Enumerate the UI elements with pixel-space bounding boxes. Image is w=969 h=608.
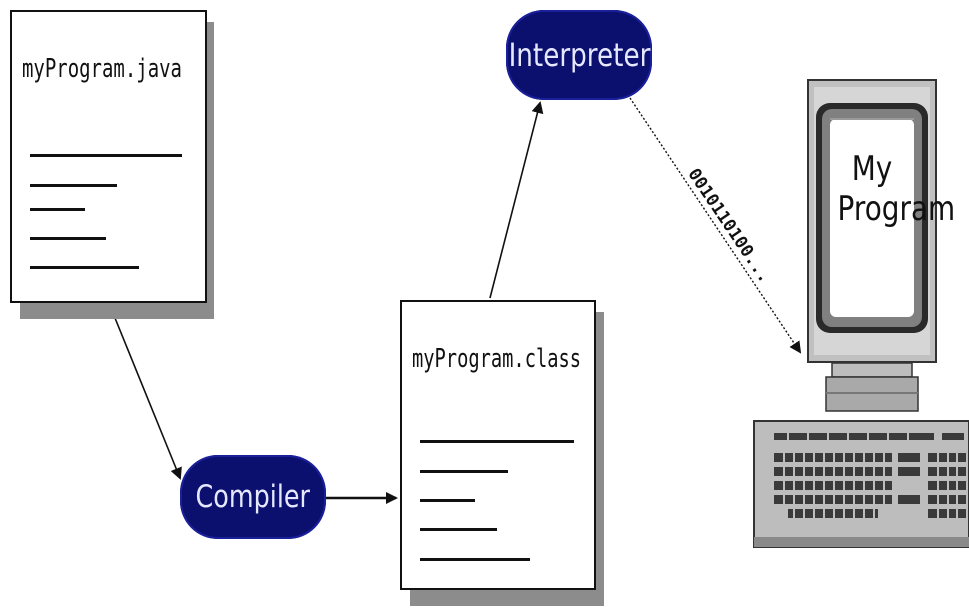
computer-icon bbox=[753, 79, 969, 548]
code-line bbox=[30, 184, 117, 187]
interpreter-label: Interpreter bbox=[508, 36, 650, 74]
monitor-text-line2: Program bbox=[837, 189, 956, 229]
code-line bbox=[420, 558, 530, 561]
code-line bbox=[420, 440, 574, 443]
source-file-title: myProgram.java bbox=[22, 54, 182, 84]
arrow-class-to-interpreter bbox=[489, 101, 544, 299]
code-line bbox=[420, 528, 497, 531]
code-line bbox=[30, 237, 106, 240]
code-line bbox=[420, 470, 508, 473]
monitor-text-line1: My bbox=[851, 149, 893, 189]
compiler-label: Compiler bbox=[195, 479, 311, 515]
source-file-document: myProgram.java bbox=[10, 10, 207, 303]
arrow-source-to-compiler bbox=[114, 317, 182, 480]
code-line bbox=[30, 208, 85, 211]
code-line bbox=[420, 499, 475, 502]
monitor-screen-text: My Program bbox=[830, 149, 956, 229]
code-line bbox=[30, 154, 182, 157]
class-file-document: myProgram.class bbox=[400, 300, 596, 590]
compiler-node: Compiler bbox=[180, 455, 326, 539]
class-file-title: myProgram.class bbox=[412, 344, 582, 374]
interpreter-node: Interpreter bbox=[506, 10, 652, 100]
arrow-interpreter-to-computer bbox=[629, 97, 802, 354]
code-line bbox=[30, 266, 139, 269]
